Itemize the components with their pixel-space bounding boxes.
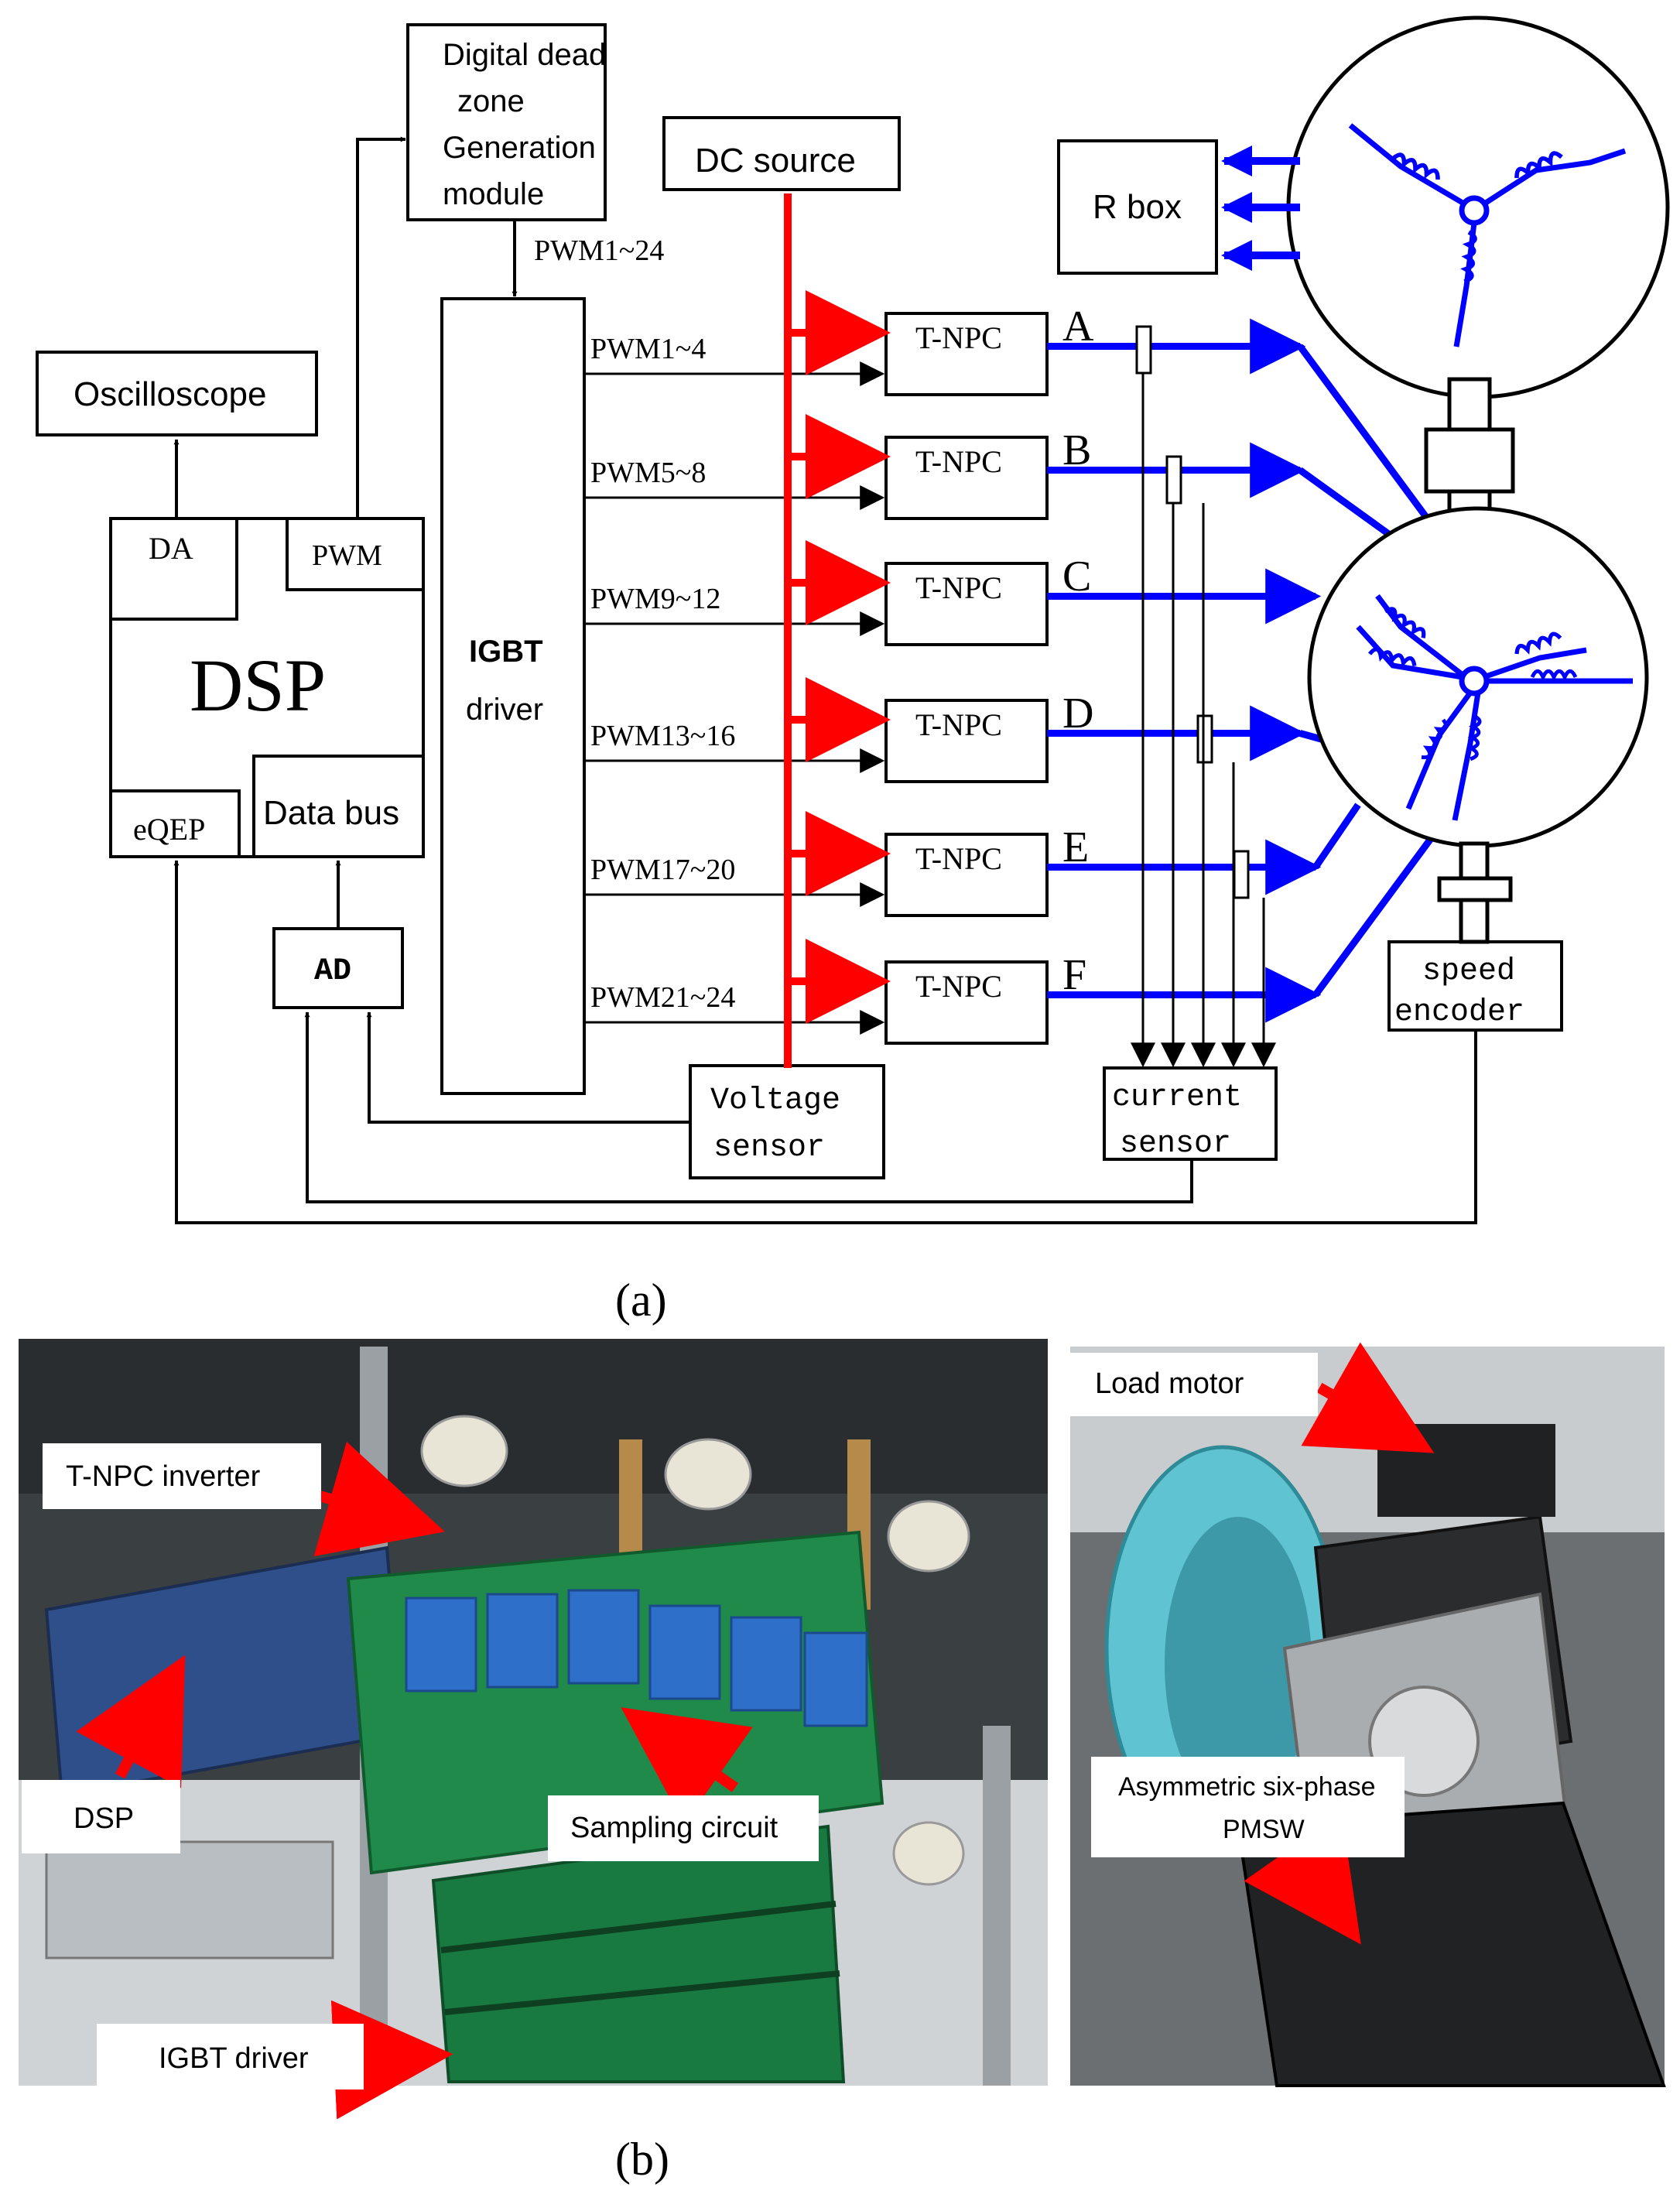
label-load-motor: Load motor <box>1095 1367 1244 1400</box>
voltage-sensor-line1: Voltage <box>710 1083 840 1118</box>
photo-right <box>1070 1347 1666 2087</box>
current-probes <box>1131 325 1276 1068</box>
label-sampling-circuit: Sampling circuit <box>570 1812 778 1844</box>
igbt-driver-box <box>440 297 586 1095</box>
phase-letter: F <box>1062 951 1086 999</box>
shaft-coupling <box>1424 377 1515 526</box>
tnpc-label: T-NPC <box>915 570 1002 605</box>
label-tnpc-inverter: T-NPC inverter <box>66 1460 261 1493</box>
tnpc-label: T-NPC <box>915 969 1002 1004</box>
current-sensor-line2: sensor <box>1120 1127 1231 1162</box>
phase-letter: E <box>1062 823 1089 871</box>
dead-zone-line2: zone <box>457 84 525 118</box>
pwm-group-label: PWM1~4 <box>590 333 706 365</box>
tnpc-label: T-NPC <box>915 841 1002 876</box>
r-box <box>1057 139 1218 275</box>
pwm-group-label: PWM13~16 <box>590 720 735 752</box>
label-asymmetric-line2: PMSW <box>1223 1815 1305 1844</box>
six-phase-motor-symbol <box>1307 506 1649 848</box>
dead-zone-module-box <box>406 23 607 221</box>
current-sensor-line1: current <box>1112 1080 1242 1115</box>
oscilloscope-box <box>36 351 318 436</box>
pwm-top-label: PWM1~24 <box>534 234 664 267</box>
voltage-sensor-line2: sensor <box>713 1131 825 1165</box>
eqep-box <box>109 789 241 858</box>
load-motor-symbol <box>1286 15 1670 399</box>
da-box <box>109 517 238 621</box>
r-box-label: R box <box>1093 188 1182 226</box>
tnpc-label: T-NPC <box>915 320 1002 355</box>
label-asymmetric-line1: Asymmetric six-phase <box>1118 1772 1376 1802</box>
dead-zone-line3: Generation <box>443 131 596 165</box>
tnpc-label: T-NPC <box>915 707 1002 742</box>
dead-zone-line4: module <box>443 177 544 211</box>
da-label: DA <box>149 531 193 566</box>
caption-a: (a) <box>615 1275 667 1326</box>
dsp-label: DSP <box>190 644 326 727</box>
caption-b: (b) <box>615 2134 669 2185</box>
pwm-group-label: PWM17~20 <box>590 854 735 886</box>
speed-encoder-line2: encoder <box>1394 995 1524 1030</box>
photo-labels: T-NPC inverter DSP Sampling circuit IGBT… <box>22 1353 1405 2089</box>
pwm-group-label: PWM5~8 <box>590 457 706 489</box>
photo-left <box>19 1339 1048 2086</box>
igbt-label-line2: driver <box>466 693 543 727</box>
igbt-label-line1: IGBT <box>469 635 543 669</box>
pwm-label: PWM <box>312 539 382 572</box>
rbox-connections <box>1221 145 1300 271</box>
tnpc-label: T-NPC <box>915 444 1002 479</box>
phase-letter: A <box>1062 303 1094 351</box>
oscilloscope-label: Oscilloscope <box>74 375 266 413</box>
label-igbt-driver: IGBT driver <box>159 2042 309 2075</box>
ad-label: AD <box>314 954 351 989</box>
speed-encoder-line1: speed <box>1422 954 1515 989</box>
dc-source-box <box>662 116 901 191</box>
pwm-group-label: PWM21~24 <box>590 981 735 1014</box>
eqep-label: eQEP <box>133 812 205 847</box>
dc-source-label: DC source <box>695 142 856 180</box>
data-bus-box <box>252 755 425 858</box>
phase-letter: B <box>1062 426 1091 474</box>
phase-letter: D <box>1062 690 1093 738</box>
pwm-box <box>286 517 425 591</box>
label-dsp: DSP <box>74 1802 134 1835</box>
phase-letter: C <box>1062 553 1091 601</box>
pwm-group-label: PWM9~12 <box>590 583 720 615</box>
data-bus-label: Data bus <box>263 794 399 832</box>
dead-zone-line1: Digital dead <box>443 38 606 72</box>
encoder-shaft <box>1437 841 1513 944</box>
dc-bus <box>784 193 891 1068</box>
